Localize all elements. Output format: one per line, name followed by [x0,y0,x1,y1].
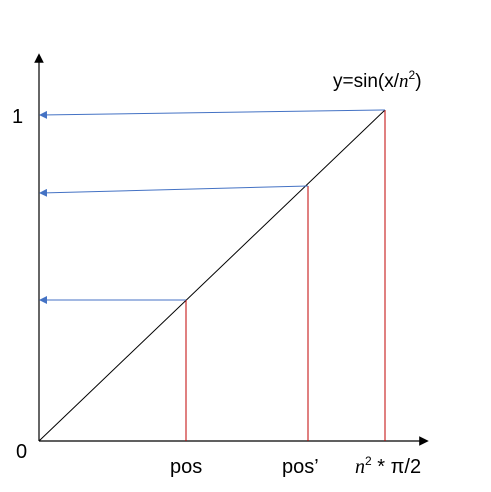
function-label: y=sin(x/n2) [333,68,422,92]
arrow-pos-prime [39,185,309,197]
x-label-pos: pos [170,456,202,478]
arrow-end [39,109,386,119]
x-label-pos-prime: pos’ [282,456,319,478]
function-curve [38,109,386,442]
origin-label: 0 [16,441,27,463]
y-tick-label-1: 1 [12,106,23,128]
x-label-end: n2 * π/2 [355,454,421,478]
